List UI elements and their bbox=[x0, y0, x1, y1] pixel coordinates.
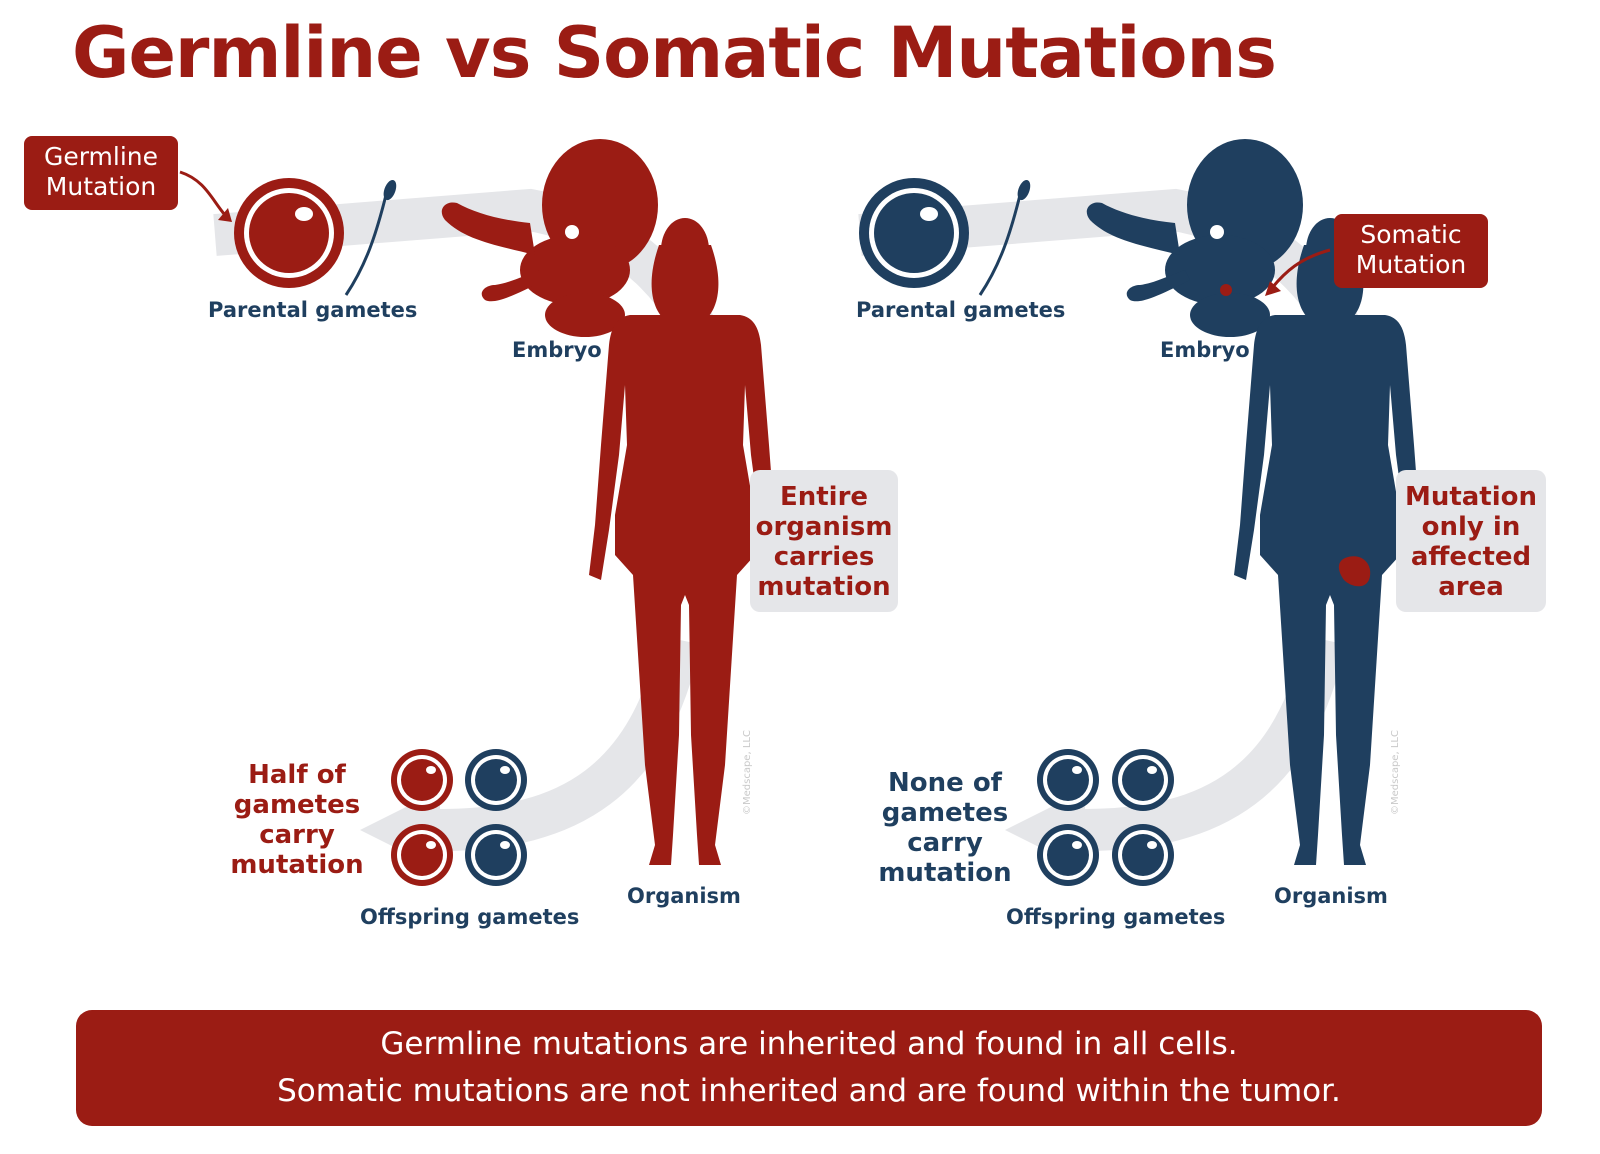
germline-organism-note: Entire organism carries mutation bbox=[750, 470, 898, 612]
somatic-callout-arrow bbox=[1270, 248, 1331, 289]
somatic-egg-cell bbox=[859, 178, 969, 288]
somatic-tumor-spot bbox=[1338, 556, 1371, 587]
germline-embryo bbox=[441, 139, 658, 337]
summary-banner: Germline mutations are inherited and fou… bbox=[76, 1010, 1542, 1126]
page-title: Germline vs Somatic Mutations bbox=[72, 12, 1277, 94]
somatic-embryo-label: Embryo bbox=[1160, 338, 1250, 362]
germline-offspring-gametes-label: Offspring gametes bbox=[360, 905, 580, 929]
somatic-embryo bbox=[1086, 139, 1303, 337]
somatic-offspring-gametes-label: Offspring gametes bbox=[1006, 905, 1226, 929]
germline-egg-cell bbox=[234, 178, 344, 288]
somatic-offspring-gametes bbox=[1037, 749, 1174, 886]
germline-mutation-callout: Germline Mutation bbox=[24, 136, 178, 210]
germline-callout-arrow-head bbox=[218, 208, 232, 222]
somatic-embryo-mutation-spot bbox=[1220, 284, 1232, 296]
somatic-organism-note: Mutation only in affected area bbox=[1396, 470, 1546, 612]
somatic-gametes-note: None of gametes carry mutation bbox=[878, 768, 1012, 888]
somatic-embryo-eye bbox=[1210, 225, 1224, 239]
germline-copyright: ©Medscape, LLC bbox=[742, 730, 753, 815]
germline-callout-arrow bbox=[179, 170, 227, 216]
somatic-organism-label: Organism bbox=[1274, 884, 1388, 908]
germline-parental-gametes-label: Parental gametes bbox=[208, 298, 418, 322]
germline-gametes-note: Half of gametes carry mutation bbox=[230, 760, 364, 880]
somatic-copyright: ©Medscape, LLC bbox=[1390, 730, 1401, 815]
germline-offspring-gametes bbox=[391, 749, 527, 886]
germline-organism-label: Organism bbox=[627, 884, 741, 908]
germline-embryo-eye bbox=[565, 225, 579, 239]
summary-line-somatic: Somatic mutations are not inherited and … bbox=[277, 1073, 1341, 1109]
somatic-callout-arrow-head bbox=[1265, 281, 1281, 296]
somatic-mutation-callout: Somatic Mutation bbox=[1334, 214, 1488, 288]
summary-line-germline: Germline mutations are inherited and fou… bbox=[380, 1026, 1238, 1062]
somatic-parental-gametes-label: Parental gametes bbox=[856, 298, 1066, 322]
germline-embryo-label: Embryo bbox=[512, 338, 602, 362]
